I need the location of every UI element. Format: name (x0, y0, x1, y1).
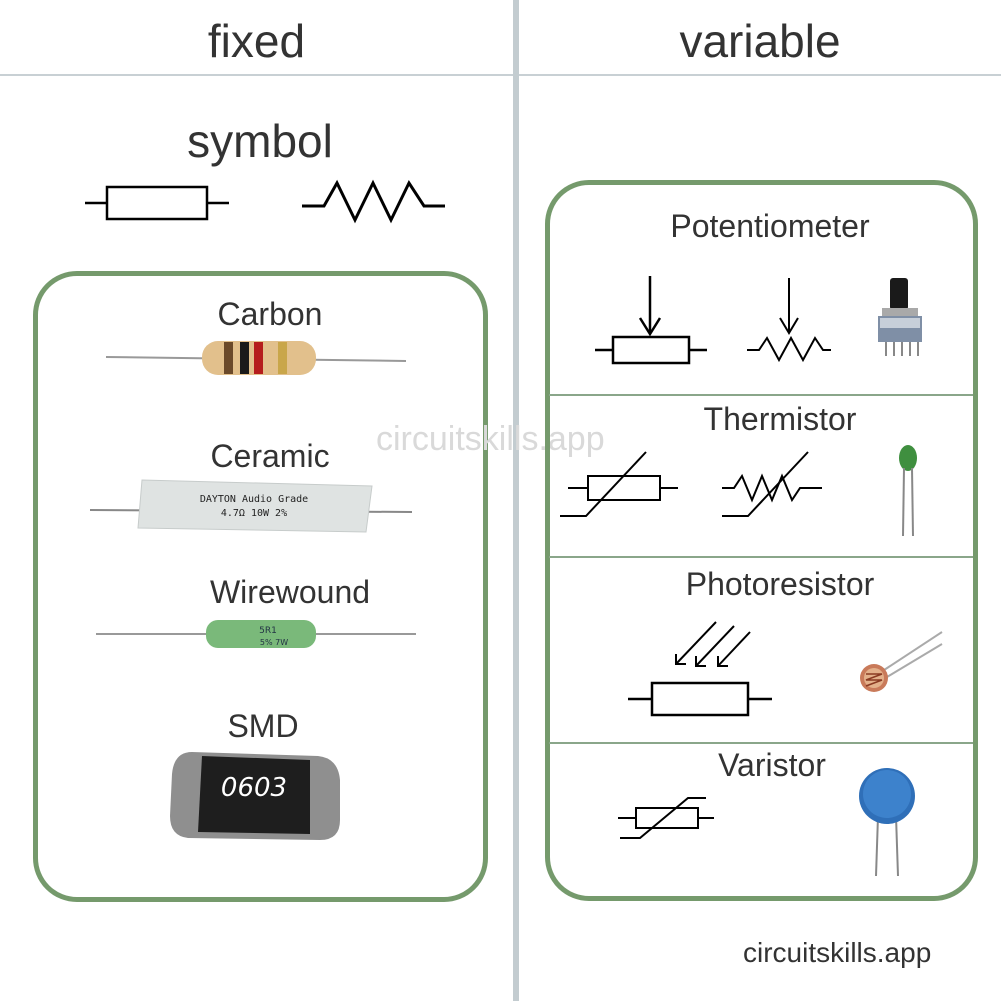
smd-label: SMD (227, 708, 299, 744)
smd-resistor-photo: 0603 (170, 752, 340, 840)
potentiometer-symbol-zigzag (747, 278, 831, 363)
resistor-symbol-zigzag (302, 179, 445, 224)
ceramic-label: Ceramic (210, 438, 330, 474)
thermistor-photo (899, 445, 917, 537)
varistor-symbol (618, 797, 714, 839)
fixed-column-title: fixed (207, 15, 306, 67)
symbol-heading: symbol (187, 115, 333, 167)
variable-column-title: variable (679, 15, 841, 67)
potentiometer-label: Potentiometer (670, 208, 870, 244)
divider-potentiometer-thermistor (549, 394, 973, 396)
column-divider (513, 0, 519, 1001)
divider-thermistor-photoresistor (549, 556, 973, 558)
header-rule-right (519, 74, 1001, 76)
varistor-label: Varistor (718, 747, 826, 783)
footer-credit: circuitskills.app (743, 937, 932, 968)
ceramic-resistor-photo: DAYTON Audio Grade 4.7Ω 10W 2% (89, 479, 413, 533)
photoresistor-symbol (628, 621, 772, 717)
fixed-types-panel (33, 271, 488, 902)
carbon-label: Carbon (217, 296, 323, 332)
wirewound-resistor-photo: 5R1 5% 7W (96, 620, 416, 648)
photoresistor-label: Photoresistor (685, 566, 875, 602)
wirewound-label: Wirewound (209, 574, 371, 610)
photoresistor-photo (860, 631, 943, 692)
potentiometer-symbol-iec (595, 276, 707, 365)
thermistor-symbol-iec (560, 451, 678, 517)
carbon-resistor-photo (105, 341, 407, 375)
potentiometer-photo (878, 278, 922, 356)
resistor-symbol-iec (85, 185, 229, 221)
variable-types-panel (545, 180, 978, 901)
divider-photoresistor-varistor (549, 742, 973, 744)
thermistor-label: Thermistor (703, 401, 857, 437)
ceramic-print-line2: 4.7Ω 10W 2% (221, 508, 287, 519)
wirewound-print-value: 5R1 (259, 626, 277, 636)
smd-code: 0603 (221, 773, 287, 803)
thermistor-symbol-zigzag (722, 451, 822, 517)
watermark: circuitskills.app (376, 420, 605, 458)
ceramic-print-line1: DAYTON Audio Grade (200, 494, 308, 505)
wirewound-print-rating: 5% 7W (260, 638, 288, 647)
header-rule-left (0, 74, 513, 76)
varistor-photo (859, 768, 915, 877)
